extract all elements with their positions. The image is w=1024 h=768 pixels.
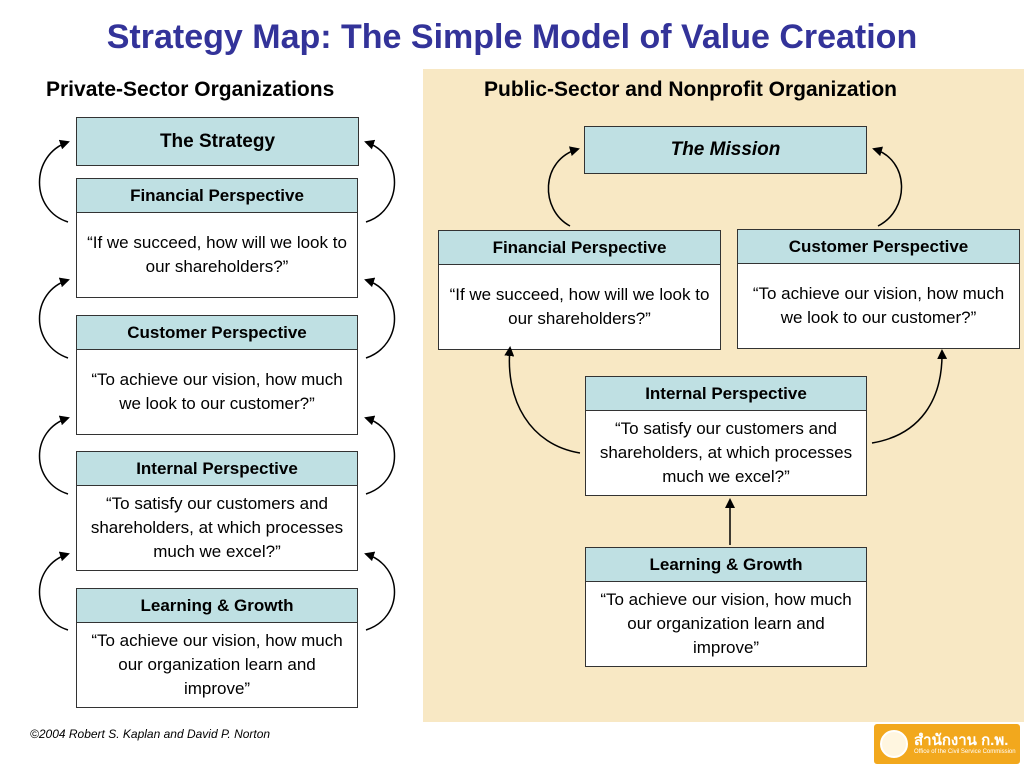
logo-subtitle: Office of the Civil Service Commission: [914, 748, 1016, 755]
public-learning-box: Learning & Growth “To achieve our vision…: [585, 547, 867, 667]
public-learning-body: “To achieve our vision, how much our org…: [600, 590, 852, 657]
private-customer-header: Customer Perspective: [77, 316, 357, 350]
arrow-customer-to-mission: [872, 146, 903, 227]
private-financial-box: Financial Perspective “If we succeed, ho…: [76, 178, 358, 298]
public-customer-header: Customer Perspective: [738, 230, 1019, 264]
private-internal-header: Internal Perspective: [77, 452, 357, 486]
arrow-left-2: [38, 277, 70, 359]
arrow-right-1: [364, 139, 396, 223]
public-customer-box: Customer Perspective “To achieve our vis…: [737, 229, 1020, 349]
private-learning-box: Learning & Growth “To achieve our vision…: [76, 588, 358, 708]
arrow-left-3: [38, 415, 70, 495]
public-financial-box: Financial Perspective “If we succeed, ho…: [438, 230, 721, 350]
public-learning-header: Learning & Growth: [586, 548, 866, 582]
public-internal-header: Internal Perspective: [586, 377, 866, 411]
strategy-box: The Strategy: [76, 117, 359, 166]
private-financial-header: Financial Perspective: [77, 179, 357, 213]
arrow-right-2: [364, 277, 396, 359]
seal-icon: [880, 730, 908, 758]
public-internal-box: Internal Perspective “To satisfy our cus…: [585, 376, 867, 496]
private-sector-heading: Private-Sector Organizations: [46, 78, 335, 101]
arrow-left-1: [38, 139, 70, 223]
private-internal-body: “To satisfy our customers and shareholde…: [90, 494, 344, 561]
arrow-left-4: [38, 551, 70, 631]
public-internal-body: “To satisfy our customers and shareholde…: [599, 419, 853, 486]
arrow-internal-to-financial: [504, 346, 581, 454]
private-internal-box: Internal Perspective “To satisfy our cus…: [76, 451, 358, 571]
copyright-note: ©2004 Robert S. Kaplan and David P. Nort…: [30, 727, 271, 741]
public-sector-heading: Public-Sector and Nonprofit Organization: [484, 78, 898, 101]
arrow-right-4: [364, 551, 396, 631]
arrow-right-3: [364, 415, 396, 495]
private-learning-body: “To achieve our vision, how much our org…: [91, 631, 343, 698]
logo-name: สำนักงาน ก.พ.: [914, 731, 1009, 749]
private-learning-header: Learning & Growth: [77, 589, 357, 623]
page-title: Strategy Map: The Simple Model of Value …: [106, 18, 918, 56]
private-customer-box: Customer Perspective “To achieve our vis…: [76, 315, 358, 435]
arrow-financial-to-mission: [547, 146, 580, 227]
arrow-internal-to-customer: [871, 349, 948, 444]
public-financial-body: “If we succeed, how will we look to our …: [449, 285, 710, 328]
private-financial-body: “If we succeed, how will we look to our …: [87, 233, 347, 276]
public-financial-header: Financial Perspective: [439, 231, 720, 265]
public-customer-body: “To achieve our vision, how much we look…: [752, 284, 1005, 327]
ocsc-logo: สำนักงาน ก.พ. Office of the Civil Servic…: [874, 724, 1020, 764]
mission-box: The Mission: [584, 126, 867, 174]
private-customer-body: “To achieve our vision, how much we look…: [91, 370, 343, 413]
